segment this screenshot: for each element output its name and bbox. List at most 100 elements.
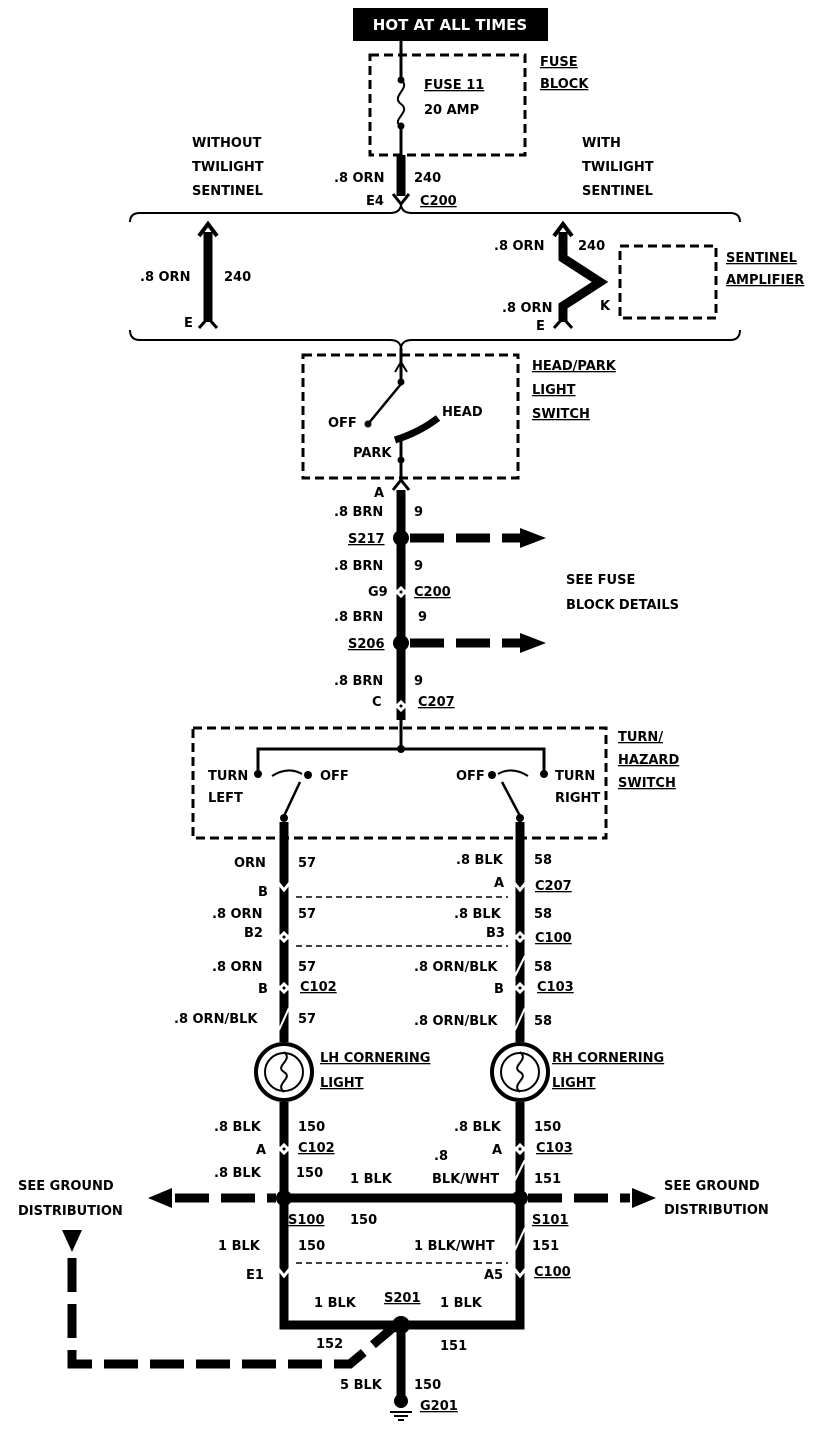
bottom-c-ground: 150 bbox=[414, 1378, 441, 1393]
head-park-park: PARK bbox=[353, 446, 392, 461]
left-c1: 57 bbox=[298, 856, 316, 871]
lower-left-w1: .8 BLK bbox=[214, 1120, 262, 1135]
ground-g201: G201 bbox=[420, 1399, 458, 1414]
feed-connector: C200 bbox=[420, 194, 457, 209]
right-conn-c100: C100 bbox=[535, 931, 572, 946]
lower-right-w2-l1: .8 bbox=[434, 1149, 448, 1164]
splice-s217: S217 bbox=[348, 532, 385, 547]
brn-pin-c: C bbox=[372, 695, 382, 710]
ground-return-arrow bbox=[62, 1230, 82, 1252]
right-w3: .8 ORN/BLK bbox=[414, 960, 498, 975]
brn-w3: .8 BRN bbox=[334, 610, 383, 625]
turn-title-3: SWITCH bbox=[618, 776, 676, 791]
with-twilight-3: SENTINEL bbox=[582, 184, 653, 199]
brn-conn-c200: C200 bbox=[414, 585, 451, 600]
right-option-pin: E bbox=[536, 319, 545, 334]
hot-at-all-times-banner bbox=[353, 8, 548, 41]
right-c1: 58 bbox=[534, 853, 552, 868]
left-turn-blade bbox=[282, 781, 302, 817]
bottom-c-right: 151 bbox=[440, 1339, 467, 1354]
right-turn-blade bbox=[500, 781, 522, 817]
brn-w2: .8 BRN bbox=[334, 559, 383, 574]
brn-c1: 9 bbox=[414, 505, 423, 520]
bottom-w-ground: 5 BLK bbox=[340, 1378, 383, 1393]
lower-right-c3: 151 bbox=[532, 1239, 559, 1254]
see-ground-right-2: DISTRIBUTION bbox=[664, 1203, 769, 1218]
turn-right-1: TURN bbox=[555, 769, 595, 784]
right-c2: 58 bbox=[534, 907, 552, 922]
lh-light-label-2: LIGHT bbox=[320, 1076, 364, 1091]
sentinel-wire bbox=[558, 232, 609, 322]
lower-left-c1: 150 bbox=[298, 1120, 325, 1135]
fuse-block-box bbox=[368, 53, 527, 157]
see-fuse-1: SEE FUSE bbox=[566, 573, 635, 588]
s206-arrow-head bbox=[520, 633, 546, 653]
see-ground-right-1: SEE GROUND bbox=[664, 1179, 760, 1194]
bottom-c-left: 152 bbox=[316, 1337, 343, 1352]
lower-left-w3: 1 BLK bbox=[218, 1239, 261, 1254]
right-c4: 58 bbox=[534, 1014, 552, 1029]
see-ground-left-2: DISTRIBUTION bbox=[18, 1204, 123, 1219]
left-c3: 57 bbox=[298, 960, 316, 975]
brn-w4: .8 BRN bbox=[334, 674, 383, 689]
mid-bus-label: 1 BLK bbox=[350, 1172, 393, 1187]
lower-left-c-mid: 150 bbox=[350, 1213, 377, 1228]
brn-c2: 9 bbox=[414, 559, 423, 574]
lower-left-conn-c102: C102 bbox=[298, 1141, 335, 1156]
lower-right-c1: 150 bbox=[534, 1120, 561, 1135]
lower-left-w2: .8 BLK bbox=[214, 1166, 262, 1181]
left-option-pin: E bbox=[184, 316, 193, 331]
right-pin-a: A bbox=[494, 876, 504, 891]
right-option-pin-k: K bbox=[600, 299, 611, 314]
fuse-rating: 20 AMP bbox=[424, 103, 479, 118]
lower-right-conn-c100: C100 bbox=[534, 1265, 571, 1280]
head-park-blade bbox=[367, 383, 402, 425]
head-contact bbox=[393, 415, 441, 444]
sentinel-amplifier-box bbox=[618, 244, 718, 320]
right-option-circuit: 240 bbox=[578, 239, 605, 254]
left-w1: ORN bbox=[234, 856, 266, 871]
splice-s100: S100 bbox=[288, 1213, 325, 1228]
s217-arrow-head bbox=[520, 528, 546, 548]
lower-right-conn-c103: C103 bbox=[536, 1141, 573, 1156]
left-pin-b-c102: B bbox=[258, 982, 268, 997]
lower-right-c2: 151 bbox=[534, 1172, 561, 1187]
lower-right-w1: .8 BLK bbox=[454, 1120, 502, 1135]
fuse-symbol bbox=[396, 79, 406, 127]
bottom-w-right: 1 BLK bbox=[440, 1296, 483, 1311]
brn-c4: 9 bbox=[414, 674, 423, 689]
right-c3: 58 bbox=[534, 960, 552, 975]
left-conn-c102: C102 bbox=[300, 980, 337, 995]
right-pin-b3: B3 bbox=[486, 926, 505, 941]
brn-pin-g9: G9 bbox=[368, 585, 388, 600]
head-park-off: OFF bbox=[328, 416, 357, 431]
ground-symbol bbox=[394, 1394, 408, 1408]
turn-hazard-switch-box bbox=[191, 726, 608, 840]
lower-right-w2-l2: BLK/WHT bbox=[432, 1172, 499, 1187]
sentinel-label-1: SENTINEL bbox=[726, 251, 797, 266]
left-c4: 57 bbox=[298, 1012, 316, 1027]
lower-right-w3: 1 BLK/WHT bbox=[414, 1239, 495, 1254]
right-w1: .8 BLK bbox=[456, 853, 504, 868]
without-twilight-2: TWILIGHT bbox=[192, 160, 264, 175]
sentinel-label-2: AMPLIFIER bbox=[726, 273, 804, 288]
feed-circuit: 240 bbox=[414, 171, 441, 186]
without-twilight-3: SENTINEL bbox=[192, 184, 263, 199]
splice-s206: S206 bbox=[348, 637, 385, 652]
head-park-head: HEAD bbox=[442, 405, 483, 420]
brn-w1: .8 BRN bbox=[334, 505, 383, 520]
right-option-wire-top: .8 ORN bbox=[494, 239, 544, 254]
ground-return-path bbox=[67, 1258, 398, 1369]
brn-conn-c207: C207 bbox=[418, 695, 455, 710]
rh-light-label-2: LIGHT bbox=[552, 1076, 596, 1091]
splice-s101: S101 bbox=[532, 1213, 569, 1228]
lower-right-pin-a: A bbox=[492, 1143, 502, 1158]
right-conn-c207: C207 bbox=[535, 879, 572, 894]
with-twilight-2: TWILIGHT bbox=[582, 160, 654, 175]
fuse-name: FUSE 11 bbox=[424, 78, 484, 93]
lower-left-c3: 150 bbox=[298, 1239, 325, 1254]
lower-left-pin-a: A bbox=[256, 1143, 266, 1158]
rh-light-label-1: RH CORNERING bbox=[552, 1051, 664, 1066]
turn-title-2: HAZARD bbox=[618, 753, 679, 768]
